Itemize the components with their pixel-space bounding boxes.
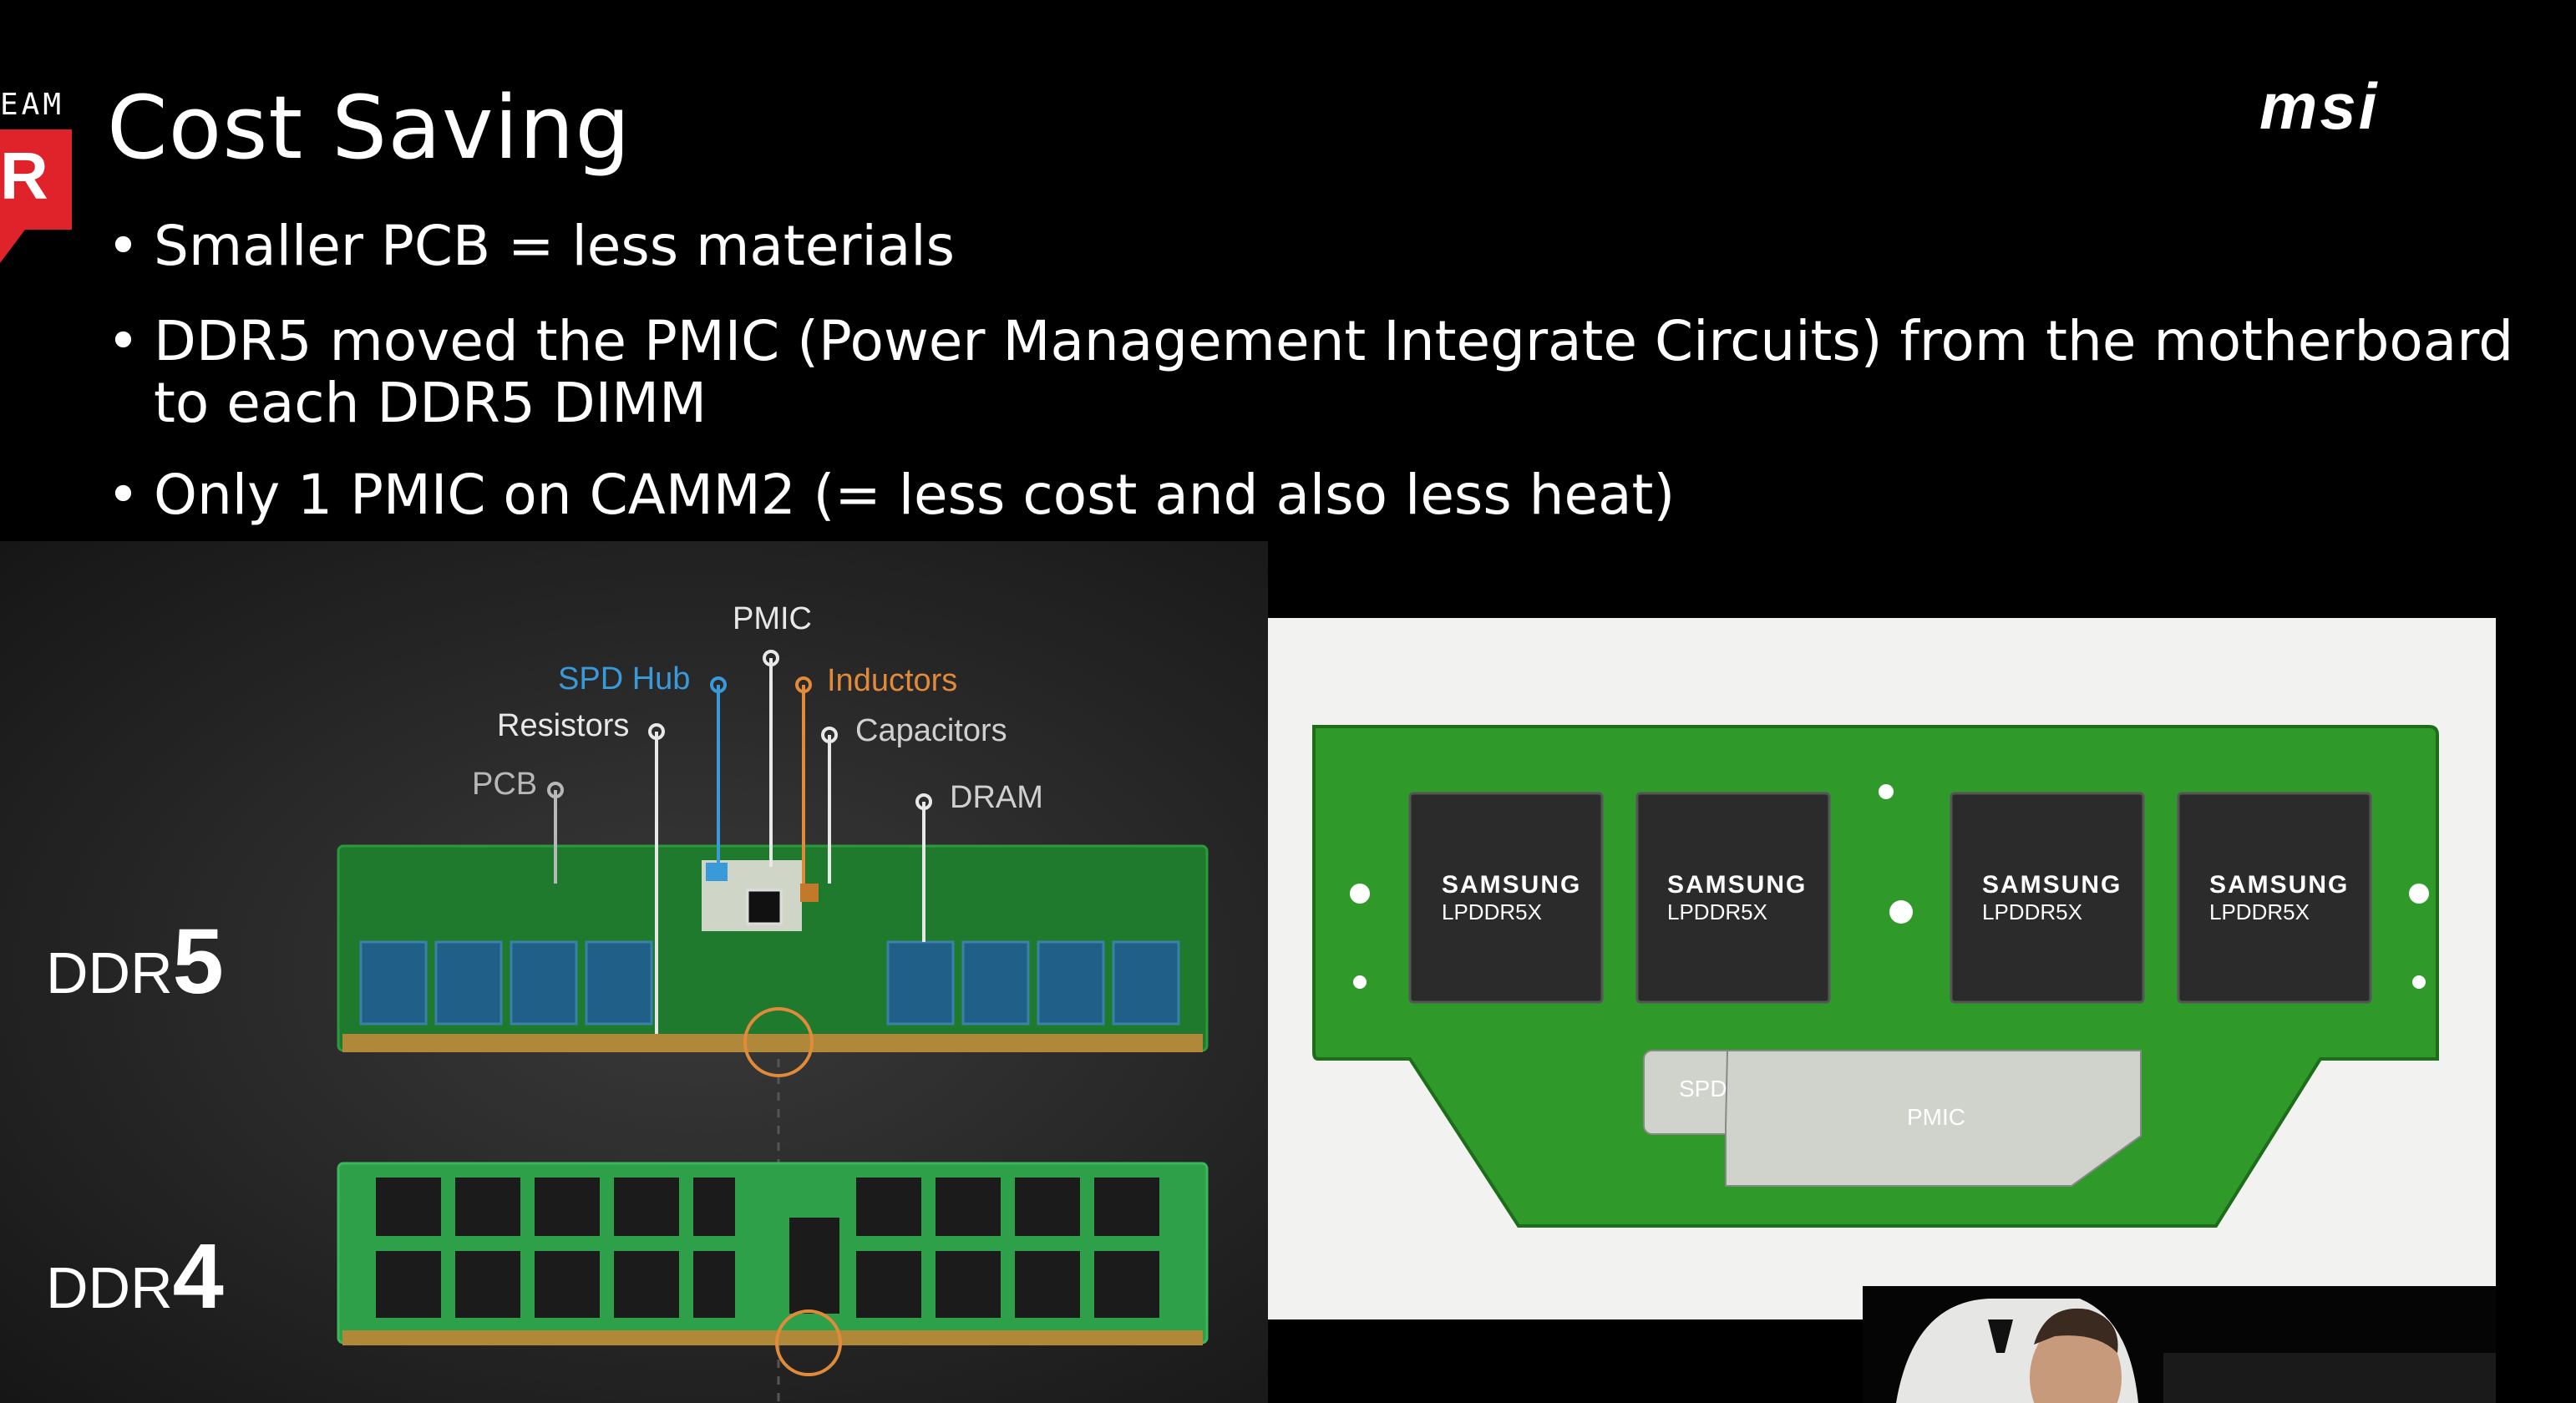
spd-label: SPD [1679,1076,1727,1102]
bullet-marker: • [107,214,139,278]
label-capacitors: Capacitors [855,713,1007,748]
team-logo: EAM R [0,79,75,271]
chip-model: LPDDR5X [2209,899,2310,924]
ddr-diagram-graphic [337,650,1209,1403]
chip-brand: SAMSUNG [1442,871,1582,899]
label-dram: DRAM [950,780,1043,815]
bullet-marker: • [107,309,139,373]
team-logo-text: EAM [0,88,65,122]
chip-label: SAMSUNG LPDDR5X [1982,871,2122,925]
camm2-module-image: SAMSUNG LPDDR5X SAMSUNG LPDDR5X SAMSUNG … [1268,618,2496,1319]
chip-label: SAMSUNG LPDDR5X [1442,871,1581,925]
team-logo-tip [0,230,25,263]
presenter-video [1863,1286,2496,1403]
chip-brand: SAMSUNG [2209,871,2350,899]
bullet-text: Smaller PCB = less materials [154,214,955,278]
label-spd-hub: SPD Hub [558,661,691,696]
pmic-label: PMIC [1907,1104,1965,1130]
chip-model: LPDDR5X [1667,899,1767,924]
ddr5-module [337,844,1209,1077]
chip-label: SAMSUNG LPDDR5X [1667,871,1807,925]
ddr4-number: 4 [172,1225,224,1328]
ddr4-label: DDR4 [46,1223,224,1330]
label-pcb: PCB [472,767,538,802]
bullet-marker: • [107,463,139,527]
chip-brand: SAMSUNG [1667,871,1808,899]
label-resistors: Resistors [497,708,630,743]
team-logo-badge: R [0,129,72,230]
ddr5-label: DDR5 [46,909,224,1015]
bullet-text: Only 1 PMIC on CAMM2 (= less cost and al… [154,463,1676,527]
msi-logo: msi [2259,69,2380,143]
chip-model: LPDDR5X [1442,899,1542,924]
ddr5-prefix: DDR [46,940,173,1005]
bullet-text: DDR5 moved the PMIC (Power Management In… [154,309,2514,435]
team-logo-letter: R [0,139,48,213]
label-inductors: Inductors [827,663,958,698]
ddr4-prefix: DDR [46,1255,173,1320]
ddr-comparison-image: PMIC SPD Hub Inductors Resistors Capacit… [0,541,1268,1403]
camm2-graphic [1312,725,2439,1228]
chip-model: LPDDR5X [1982,899,2082,924]
ddr4-module [337,1162,1209,1376]
label-pmic: PMIC [733,601,812,636]
chip-brand: SAMSUNG [1982,871,2122,899]
slide-title: Cost Saving [107,77,631,179]
chip-label: SAMSUNG LPDDR5X [2209,871,2349,925]
ddr5-number: 5 [172,910,224,1013]
